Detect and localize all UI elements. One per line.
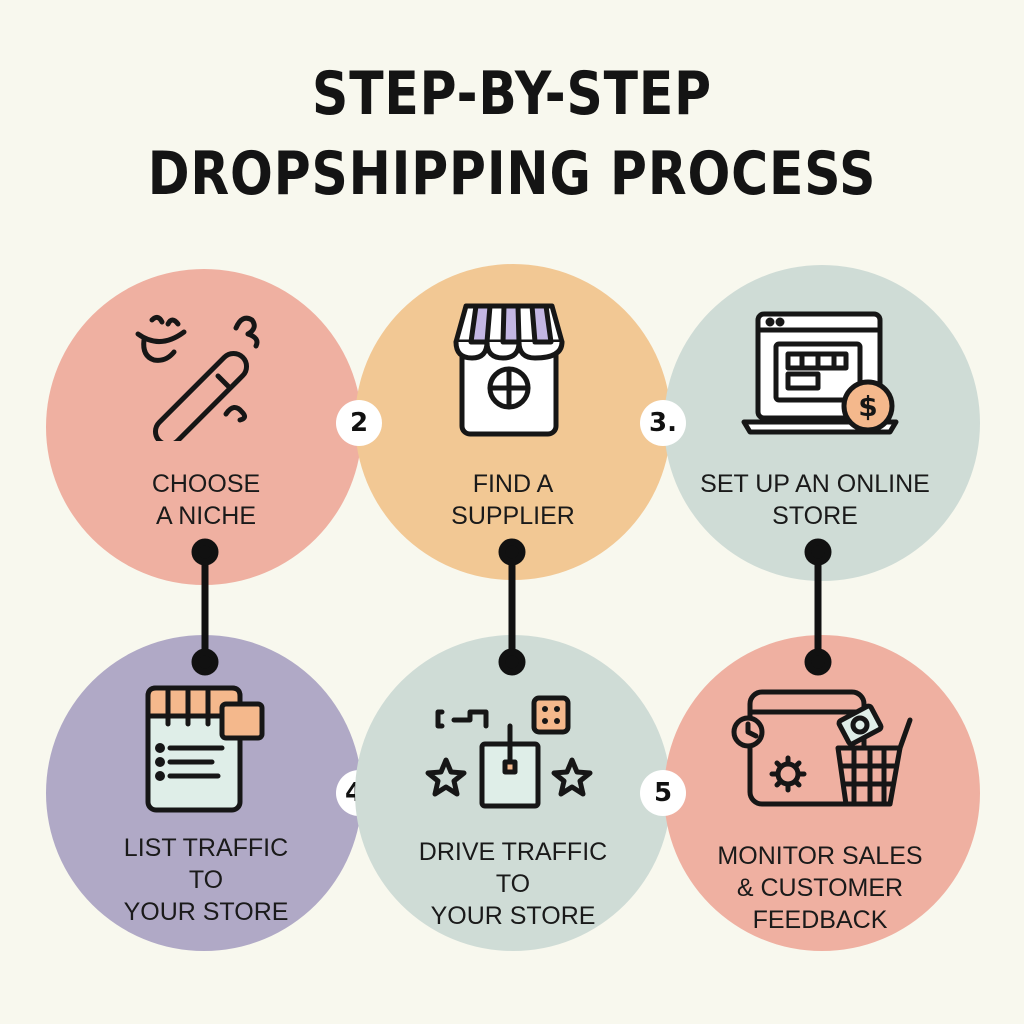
step-5-label-line: YOUR STORE bbox=[430, 902, 596, 930]
step-2-label: FIND A SUPPLIER bbox=[413, 468, 613, 532]
sales-monitor-icon bbox=[731, 689, 913, 807]
page-title-line-2: DROPSHIPPING PROCESS bbox=[147, 139, 877, 209]
step-1-label: CHOOSE A NICHE bbox=[106, 468, 306, 532]
step-6-label-line: FEEDBACK bbox=[752, 906, 888, 934]
step-1-label-line: A NICHE bbox=[155, 502, 257, 530]
step-3-label-line: STORE bbox=[772, 502, 858, 530]
product-list-icon bbox=[145, 685, 265, 813]
step-1-circle bbox=[46, 269, 362, 585]
step-2-label-line: SUPPLIER bbox=[451, 502, 575, 530]
page-title-line-1: STEP-BY-STEP bbox=[312, 59, 712, 129]
step-6-label-line: & CUSTOMER bbox=[736, 874, 904, 902]
step-5-label-line: DRIVE TRAFFIC bbox=[418, 838, 608, 866]
step-3-label-line: SET UP AN ONLINE bbox=[700, 470, 930, 498]
step-5-label: DRIVE TRAFFIC TO YOUR STORE bbox=[401, 836, 625, 932]
storefront-icon bbox=[453, 303, 565, 437]
step-6-badge: 5 bbox=[640, 770, 686, 816]
step-6-label: MONITOR SALES & CUSTOMER FEEDBACK bbox=[700, 840, 940, 936]
connector-step-3-to-6 bbox=[804, 538, 832, 676]
step-4-label: LIST TRAFFIC TO YOUR STORE bbox=[96, 832, 316, 928]
connector-step-1-to-4 bbox=[191, 538, 219, 676]
step-4-label-line: LIST TRAFFIC bbox=[123, 834, 289, 862]
niche-icon bbox=[135, 314, 260, 441]
step-3-label: SET UP AN ONLINE STORE bbox=[682, 468, 948, 532]
laptop-store-icon: $ bbox=[741, 311, 899, 435]
connector-step-2-to-5 bbox=[498, 538, 526, 676]
step-5-label-line: TO bbox=[495, 870, 531, 898]
step-6-label-line: MONITOR SALES bbox=[717, 842, 923, 870]
step-4-label-line: TO bbox=[188, 866, 224, 894]
step-3-badge: 3. bbox=[640, 400, 686, 446]
step-2-label-line: FIND A bbox=[472, 470, 554, 498]
step-1-label-line: CHOOSE bbox=[151, 470, 261, 498]
step-4-label-line: YOUR STORE bbox=[123, 898, 289, 926]
svg-text:$: $ bbox=[858, 390, 877, 423]
traffic-icon bbox=[425, 695, 593, 809]
step-2-badge: 2 bbox=[336, 400, 382, 446]
